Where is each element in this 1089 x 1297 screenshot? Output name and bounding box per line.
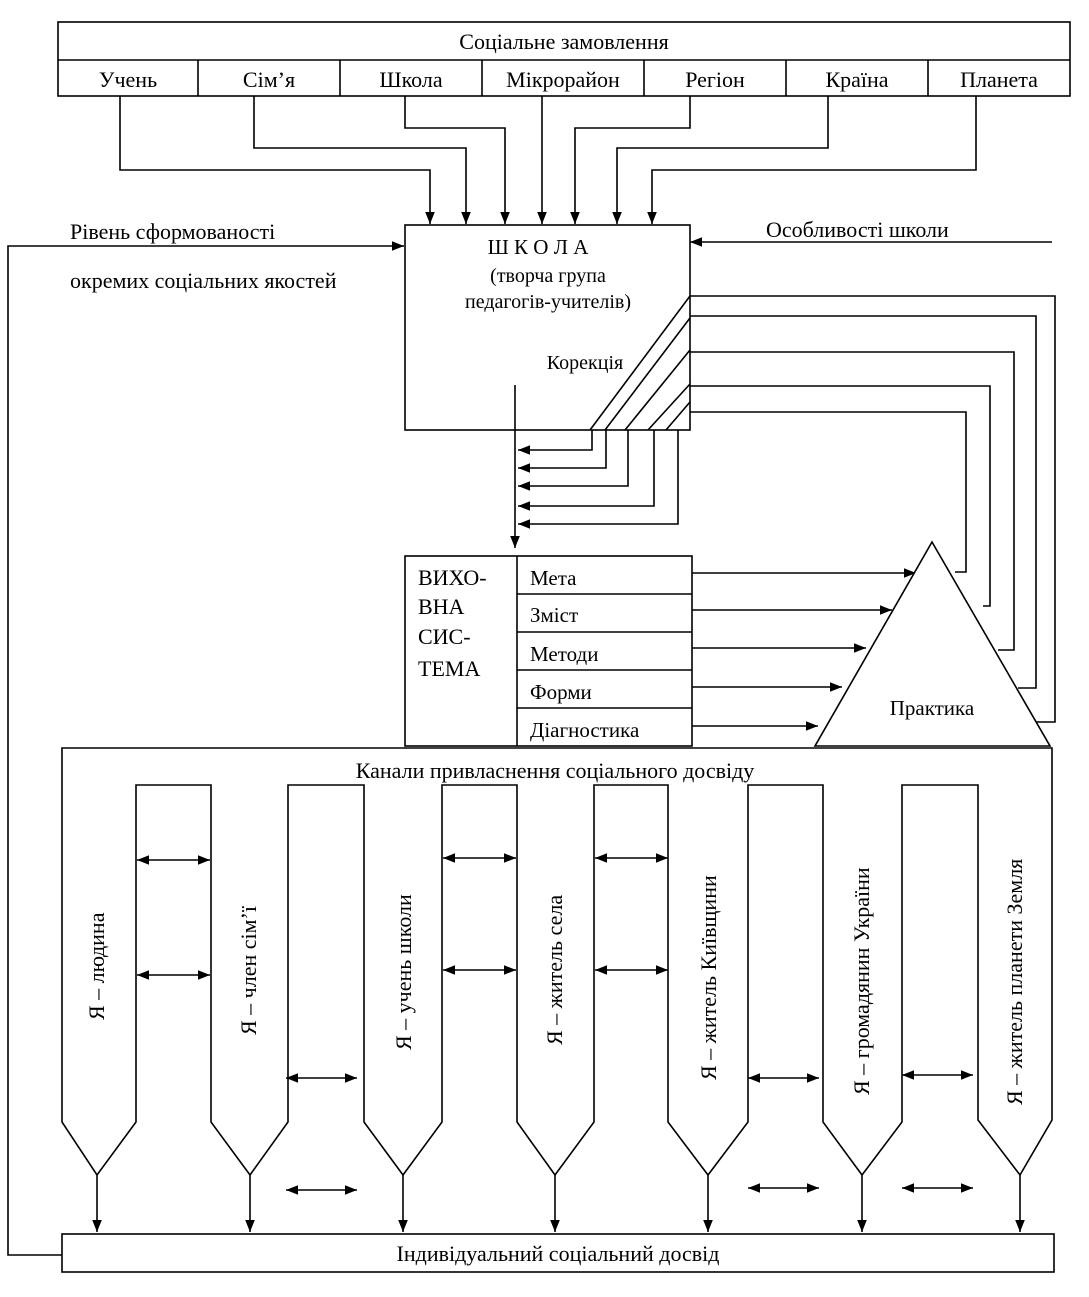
channel-label-school-student: Я – учень школи: [391, 894, 416, 1050]
component-diagnostics: Діагностика: [530, 718, 640, 742]
channel-label-human: Я – людина: [84, 912, 109, 1020]
channel-label-kyiv-region-resident: Я – житель Київщини: [696, 875, 721, 1080]
social-order-item-family: Сім’я: [243, 67, 295, 92]
social-order-item-school: Школа: [379, 67, 442, 92]
channel-interaction-arrows: [137, 853, 973, 1195]
school-frame: [404, 224, 691, 431]
school-features-label: Особливості школи: [766, 217, 949, 242]
edu-system-title-3: СИС-: [418, 624, 471, 649]
social-order-title: Соціальне замовлення: [459, 29, 668, 54]
formation-level-label-1: Рівень сформованості: [70, 219, 275, 244]
social-order-frame: [57, 21, 1071, 97]
experience-label: Індивідуальний соціальний досвід: [397, 1241, 720, 1266]
formation-level-label-2: окремих соціальних якостей: [70, 268, 337, 293]
practice-block: Практика: [813, 540, 1052, 747]
social-order-item-region: Регіон: [685, 67, 745, 92]
feedback-loop-arrow: [7, 241, 404, 1256]
component-goal: Мета: [530, 566, 577, 590]
social-order-item-country: Країна: [825, 67, 888, 92]
component-forms: Форми: [530, 680, 592, 704]
social-order-item-planet: Планета: [960, 67, 1038, 92]
social-order-item-student: Учень: [99, 67, 157, 92]
component-methods: Методи: [530, 642, 598, 666]
social-order-connectors: [119, 96, 977, 224]
channel-to-experience-arrows: [92, 1175, 1025, 1232]
system-to-practice-arrows: [692, 568, 916, 731]
correction-label: Корекція: [547, 352, 623, 374]
practice-triangle: [813, 540, 1052, 747]
correction-arrows: [518, 430, 679, 529]
edu-system-title-1: ВИХО-: [418, 565, 487, 590]
school-subtitle-1: (творча група: [490, 265, 606, 287]
edu-system-frame: [404, 555, 693, 747]
channel-label-citizen-ukraine: Я – громадянин України: [849, 867, 874, 1095]
experience-block: Індивідуальний соціальний досвід: [61, 1233, 1055, 1273]
practice-label: Практика: [890, 696, 975, 720]
edu-system-block: ВИХО- ВНА СИС- ТЕМА Мета Зміст Методи Фо…: [404, 555, 693, 747]
component-content: Зміст: [530, 603, 578, 627]
channel-label-village-resident: Я – житель села: [542, 895, 567, 1045]
school-title: Ш К О Л А: [488, 235, 590, 259]
school-block: Ш К О Л А (творча група педагогів-учител…: [404, 224, 691, 431]
social-order-item-district: Мікрорайон: [506, 67, 620, 92]
social-order-block: Соціальне замовлення Учень Сім’я Школа М…: [57, 21, 1071, 97]
edu-system-title-2: ВНА: [418, 594, 465, 619]
channels-frame: [61, 747, 1053, 1177]
school-subtitle-2: педагогів-учителів): [465, 291, 631, 313]
channels-title: Канали привласнення соціального досвіду: [356, 758, 755, 783]
practice-feedback-lines: [690, 295, 1056, 723]
channel-label-family-member: Я – член сім’ї: [236, 905, 261, 1035]
experience-frame: [61, 1233, 1055, 1273]
edu-system-title-4: ТЕМА: [418, 656, 480, 681]
channel-label-earth-resident: Я – житель планети Земля: [1002, 859, 1027, 1105]
